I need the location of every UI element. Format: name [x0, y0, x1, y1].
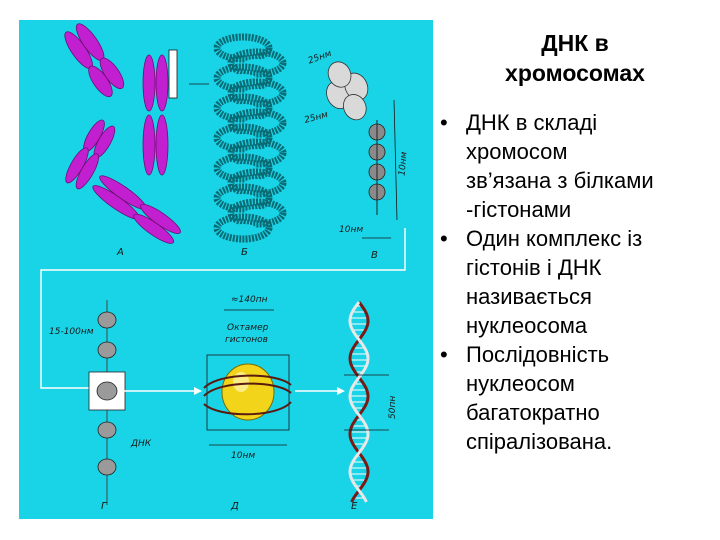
- chromatin-figure: А Б 25нм 25нм 10нм 10нм В 15-100нм ДНК Г: [19, 20, 433, 519]
- panel-label-e: Е: [351, 501, 358, 512]
- bullet-3-line-2: нуклеосом: [466, 371, 575, 396]
- helix-strand: [348, 301, 370, 503]
- coiled-fiber: [213, 33, 287, 243]
- coil-loop: [227, 168, 287, 198]
- dim-label-10nm-d: 10нм: [231, 451, 255, 461]
- bullet-3-line-3: багатократно: [466, 400, 600, 425]
- bullet-item-3: • Послідовність нуклеосом багатократно с…: [430, 340, 715, 456]
- octamer-label-2: гистонов: [225, 335, 268, 345]
- coil-loop: [227, 48, 287, 78]
- bullet-1-line-2: хромосом: [466, 139, 568, 164]
- bullet-2-line-1: Один комплекс із: [466, 226, 643, 251]
- beads-on-string: [88, 300, 126, 505]
- coil-loop: [213, 183, 273, 213]
- coil-loop-hole: [230, 74, 256, 82]
- bullet-3-line-4: спіралізована.: [466, 429, 613, 454]
- coil-loop: [213, 213, 273, 243]
- connector-line: [40, 228, 406, 389]
- bullet-1-line-4: -гістонами: [466, 197, 572, 222]
- slide-title: ДНК в хромосомах: [440, 28, 710, 88]
- title-line-1: ДНК в: [541, 30, 609, 56]
- panel-label-a: А: [116, 247, 124, 258]
- panel-label-d: Д: [230, 501, 239, 512]
- panel-label-b: Б: [241, 247, 248, 258]
- coil-loop: [213, 123, 273, 153]
- chromatin-figure-svg: А Б 25нм 25нм 10нм 10нм В 15-100нм ДНК Г: [19, 20, 433, 519]
- coil-loop-hole: [230, 164, 256, 172]
- bullet-item-2: • Один комплекс із гістонів і ДНК назива…: [430, 224, 715, 340]
- dim-label-10nm-side: 10нм: [398, 151, 410, 176]
- panel-label-g: Г: [101, 501, 108, 512]
- dim-label-spacing: 15-100нм: [49, 327, 94, 337]
- panel-label-v: В: [371, 250, 378, 261]
- nucleosome: [203, 309, 292, 446]
- nucleosome-column: [326, 61, 398, 239]
- coil-loop: [227, 108, 287, 138]
- coil-loop-hole: [230, 224, 256, 232]
- title-line-2: хромосомах: [505, 60, 645, 86]
- coil-loop: [213, 33, 273, 63]
- bullet-dot: •: [440, 226, 448, 251]
- chromosome-2: [142, 54, 169, 176]
- dim-label-140: ≈140пн: [231, 295, 268, 305]
- octamer-label-1: Октамер: [227, 323, 269, 333]
- coil-loop-hole: [230, 104, 256, 112]
- coil-loop-hole: [230, 44, 256, 52]
- bullet-dot: •: [440, 110, 448, 135]
- coil-loop-hole: [230, 134, 256, 142]
- coil-loop: [213, 63, 273, 93]
- coil-loop: [227, 78, 287, 108]
- bullet-1-line-1: ДНК в складі: [466, 110, 598, 135]
- bullet-2-line-3: називається: [466, 284, 592, 309]
- chromosome-4: [92, 175, 181, 244]
- chromosome-panel: [64, 23, 181, 244]
- bullet-1-line-3: зв’язана з білками: [466, 168, 654, 193]
- dim-label-50: 50пн: [388, 396, 398, 419]
- bullet-2-line-2: гістонів і ДНК: [466, 255, 602, 280]
- dna-label: ДНК: [130, 439, 152, 449]
- coil-loop: [227, 198, 287, 228]
- chromosome-3: [65, 119, 116, 190]
- coil-loop: [213, 153, 273, 183]
- chromosome-1: [64, 23, 125, 98]
- coil-loop: [213, 93, 273, 123]
- bullet-list: • ДНК в складі хромосом зв’язана з білка…: [430, 108, 715, 456]
- helix-strand: [348, 301, 370, 503]
- bullet-dot: •: [440, 342, 448, 367]
- coil-loop: [227, 138, 287, 168]
- bullet-3-line-1: Послідовність: [466, 342, 610, 367]
- bullet-2-line-4: нуклеосома: [466, 313, 588, 338]
- chromosome-zoom-box: [168, 49, 178, 99]
- bullet-item-1: • ДНК в складі хромосом зв’язана з білка…: [430, 108, 715, 224]
- double-helix: [348, 301, 370, 503]
- coil-loop-hole: [230, 194, 256, 202]
- dim-label-10nm-bottom: 10нм: [339, 225, 363, 235]
